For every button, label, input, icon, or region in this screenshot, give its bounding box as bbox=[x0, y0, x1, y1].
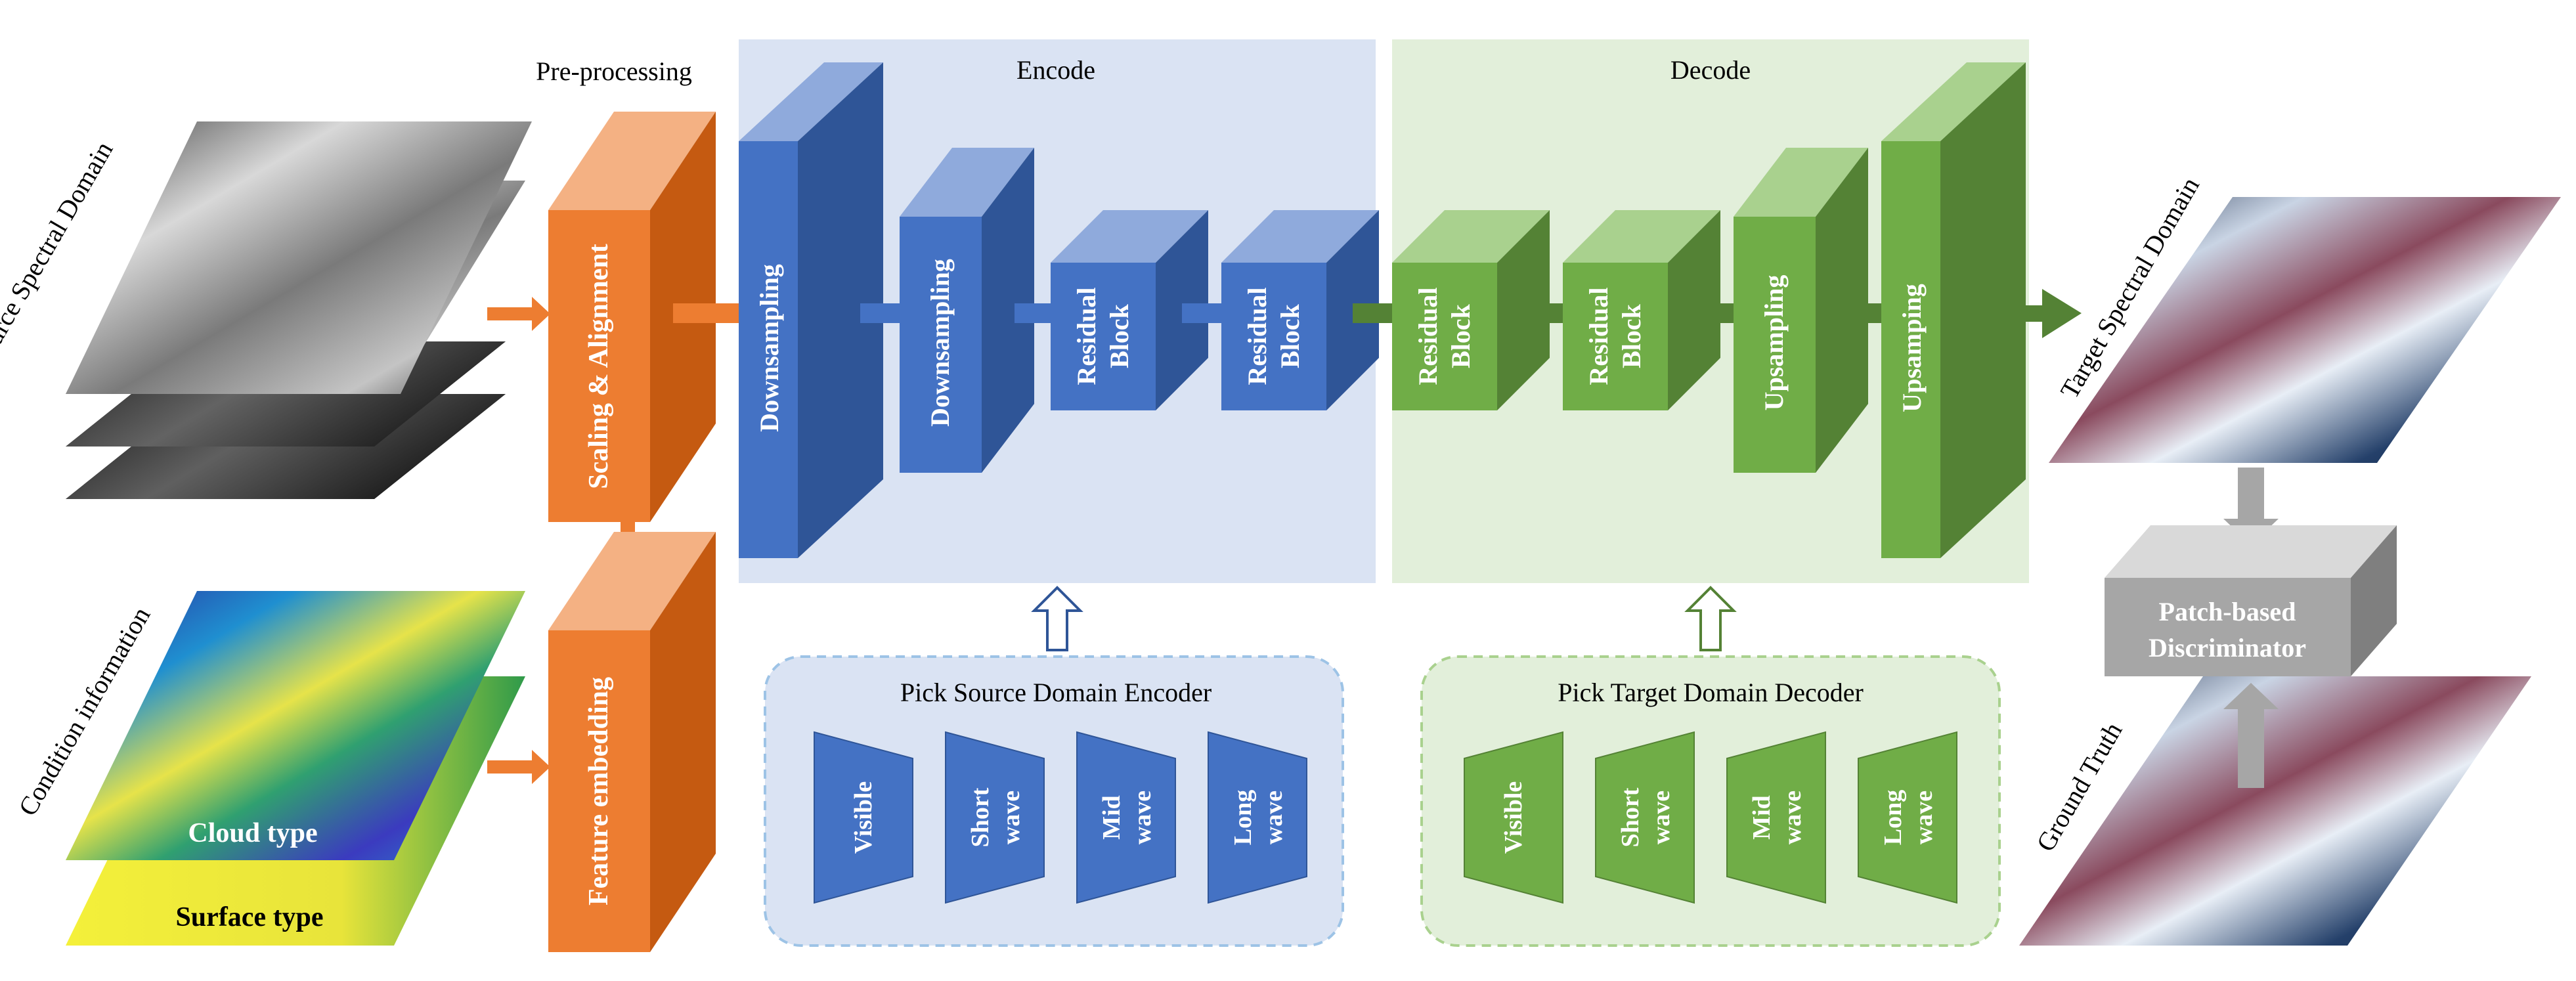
source-encoder-midwave-line2: wave bbox=[1129, 791, 1156, 844]
decode-block-1-line1: Residual bbox=[1413, 288, 1443, 385]
target-decoder-shortwave-line2: wave bbox=[1648, 791, 1675, 844]
encode-block-4-line1: Residual bbox=[1242, 288, 1272, 385]
source-encoder-visible[interactable] bbox=[814, 731, 913, 904]
encode-block-2-label: Downsampling bbox=[925, 259, 955, 427]
target-decoder-visible[interactable] bbox=[1464, 731, 1563, 904]
decode-block-4-label: Upsamping bbox=[1897, 284, 1927, 412]
source-encoder-longwave-line1: Long bbox=[1229, 790, 1257, 845]
encode-block-3-line2: Block bbox=[1104, 303, 1134, 368]
feature-embedding-block bbox=[548, 532, 716, 952]
target-picker-title: Pick Target Domain Decoder bbox=[1558, 678, 1864, 707]
source-encoder-shortwave[interactable] bbox=[945, 731, 1045, 904]
encode-downsampling-1 bbox=[739, 62, 883, 558]
source-encoder-shortwave-line2: wave bbox=[997, 791, 1025, 844]
target-decoder-visible-label: Visible bbox=[1500, 781, 1527, 854]
target-decoder-shortwave[interactable] bbox=[1595, 731, 1695, 904]
condition-image-stack bbox=[66, 591, 525, 946]
source-picker-title: Pick Source Domain Encoder bbox=[900, 678, 1212, 707]
target-decoder-longwave-line2: wave bbox=[1910, 791, 1938, 844]
encode-downsampling-2 bbox=[900, 148, 1034, 473]
connector-pre-to-encode bbox=[673, 303, 745, 323]
target-decoder-shortwave-line1: Short bbox=[1617, 787, 1644, 847]
source-encoder-longwave[interactable] bbox=[1208, 731, 1307, 904]
feature-embedding-label: Feature embedding bbox=[584, 677, 614, 905]
connector-enc-1-2 bbox=[860, 303, 906, 323]
ground-truth-image bbox=[2019, 676, 2531, 946]
decode-upsampling-1 bbox=[1734, 148, 1868, 473]
connector-dec-3-4 bbox=[1842, 303, 1888, 323]
source-encoder-midwave-line1: Mid bbox=[1098, 795, 1125, 840]
arrow-condition-to-embedding bbox=[487, 750, 550, 784]
decode-title: Decode bbox=[1670, 55, 1751, 85]
source-encoder-visible-label: Visible bbox=[850, 781, 877, 854]
surface-type-label: Surface type bbox=[175, 902, 323, 932]
target-decoder-midwave[interactable] bbox=[1726, 731, 1826, 904]
decode-block-1-line2: Block bbox=[1446, 303, 1475, 368]
decode-block-3-label: Upsampling bbox=[1759, 275, 1789, 411]
arrow-source-to-scaling bbox=[487, 297, 550, 331]
encode-title: Encode bbox=[1016, 55, 1095, 85]
preprocessing-title: Pre-processing bbox=[536, 56, 692, 86]
decode-block-2-line1: Residual bbox=[1584, 288, 1613, 385]
cloud-type-label: Cloud type bbox=[188, 818, 317, 848]
target-decoder-longwave[interactable] bbox=[1858, 731, 1957, 904]
target-decoder-longwave-line1: Long bbox=[1879, 790, 1907, 845]
arrow-groundtruth-to-discriminator bbox=[2223, 683, 2279, 788]
discriminator-block bbox=[2105, 525, 2397, 676]
scaling-alignment-label: Scaling & Alignment bbox=[584, 244, 614, 489]
encode-block-1-label: Downsampling bbox=[754, 264, 784, 432]
target-decoder-midwave-line1: Mid bbox=[1748, 795, 1776, 840]
discriminator-label-line1: Patch-based bbox=[2159, 597, 2296, 626]
source-image-stack bbox=[66, 121, 532, 499]
encode-block-4-line2: Block bbox=[1275, 303, 1305, 368]
decode-block-2-line2: Block bbox=[1617, 303, 1646, 368]
target-decoder-midwave-line2: wave bbox=[1779, 791, 1806, 844]
encoder-pick-arrow bbox=[1031, 586, 1083, 651]
decode-upsampling-2 bbox=[1881, 62, 2026, 558]
encode-block-3-line1: Residual bbox=[1072, 288, 1101, 385]
arrow-decode-to-target bbox=[1993, 289, 2082, 338]
discriminator-label-line2: Discriminator bbox=[2149, 633, 2306, 663]
source-encoder-shortwave-line1: Short bbox=[967, 787, 994, 847]
source-encoder-midwave[interactable] bbox=[1076, 731, 1176, 904]
target-spectral-image bbox=[2049, 197, 2561, 463]
source-encoder-longwave-line2: wave bbox=[1260, 791, 1288, 844]
target-picker-box bbox=[1420, 655, 2001, 947]
decoder-pick-arrow bbox=[1684, 586, 1737, 651]
